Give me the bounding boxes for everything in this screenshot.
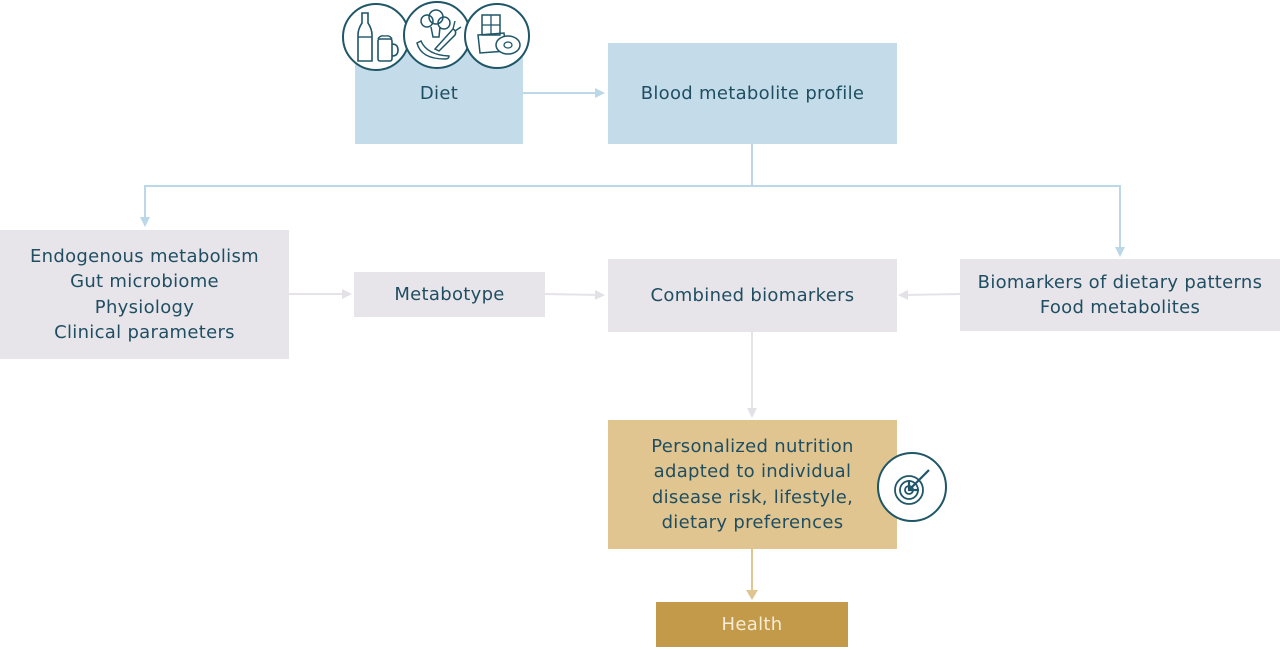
arrow-metabotype-to-combined bbox=[544, 289, 605, 300]
personalized-line: disease risk, lifestyle, bbox=[651, 486, 854, 508]
node-dietary-biomarkers: Biomarkers of dietary patterns Food meta… bbox=[960, 259, 1280, 331]
biomarkers-line: Food metabolites bbox=[1039, 297, 1201, 318]
personalized-line: dietary preferences bbox=[661, 512, 844, 533]
node-endogenous-factors: Endogenous metabolism Gut microbiome Phy… bbox=[0, 230, 289, 359]
node-health-label: Health bbox=[721, 613, 783, 635]
node-metabotype-label: Metabotype bbox=[394, 283, 505, 305]
arrow-blood-to-biomarkers bbox=[752, 185, 1125, 257]
personalized-line: adapted to individual bbox=[653, 461, 852, 482]
drinks-icon bbox=[342, 3, 410, 71]
arrow-biomarkers-to-combined bbox=[898, 289, 961, 300]
node-health: Health bbox=[656, 602, 848, 647]
biomarkers-line: Biomarkers of dietary patterns bbox=[977, 271, 1263, 293]
vegetables-fruit-icon bbox=[403, 1, 471, 69]
endogenous-line: Physiology bbox=[94, 296, 195, 318]
endogenous-line: Gut microbiome bbox=[70, 271, 219, 292]
personalized-line: Personalized nutrition bbox=[651, 435, 854, 457]
target-icon bbox=[877, 452, 947, 522]
node-blood-metabolite-profile: Blood metabolite profile bbox=[608, 43, 897, 144]
node-metabotype: Metabotype bbox=[354, 272, 545, 317]
node-combined-label: Combined biomarkers bbox=[650, 284, 855, 306]
node-personalized-nutrition: Personalized nutrition adapted to indivi… bbox=[608, 420, 897, 549]
sweets-icon bbox=[464, 3, 530, 69]
endogenous-line: Clinical parameters bbox=[54, 322, 235, 343]
endogenous-line: Endogenous metabolism bbox=[30, 245, 259, 267]
node-combined-biomarkers: Combined biomarkers bbox=[608, 259, 897, 332]
node-diet-label: Diet bbox=[419, 83, 459, 105]
node-blood-label: Blood metabolite profile bbox=[640, 82, 865, 104]
arrow-blood-to-endogenous bbox=[140, 144, 753, 227]
